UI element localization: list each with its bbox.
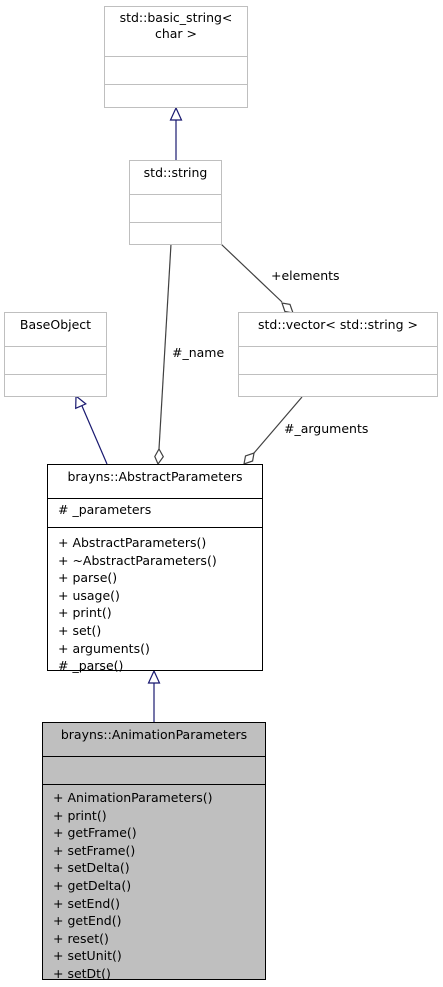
operations-section — [5, 374, 106, 400]
class-title: BaseObject — [19, 317, 92, 332]
title-line-1: std::basic_string< — [119, 10, 233, 25]
association-line-elements — [220, 243, 283, 303]
attributes-section — [43, 756, 265, 784]
class-operation[interactable]: + print() — [58, 605, 112, 621]
operations-section — [105, 84, 247, 110]
class-operation[interactable]: + AbstractParameters() — [58, 535, 207, 550]
class-animation-parameters[interactable]: brayns::AnimationParameters + AnimationP… — [42, 722, 266, 983]
aggregation-diamond-arguments — [243, 452, 255, 465]
title-line-2: char > — [154, 26, 198, 41]
attributes-section: # _parameters — [48, 498, 262, 527]
class-operation[interactable]: + print() — [53, 807, 107, 823]
class-operation[interactable]: + getDelta() — [53, 877, 132, 893]
class-abstract-parameters[interactable]: brayns::AbstractParameters # _parameters… — [47, 464, 263, 674]
class-operation[interactable]: + getFrame() — [53, 825, 137, 841]
association-line-name — [158, 243, 172, 450]
operations-section — [130, 222, 221, 248]
attributes-section — [130, 194, 221, 222]
class-operation[interactable]: + usage() — [58, 587, 120, 603]
attributes-section — [105, 56, 247, 84]
class-operation[interactable]: + setDt() — [53, 965, 111, 981]
class-operation[interactable]: + ~AbstractParameters() — [58, 552, 217, 568]
class-operation[interactable]: + setEnd() — [53, 895, 121, 911]
class-operation[interactable]: + setFrame() — [53, 842, 136, 858]
class-attribute[interactable]: # _parameters — [58, 502, 152, 517]
class-operation[interactable]: + set() — [58, 622, 102, 638]
edge-label-arguments: #_arguments — [284, 421, 369, 436]
class-title: std::string — [143, 165, 208, 180]
class-operation[interactable]: # _parse() — [58, 658, 124, 674]
inheritance-arrow-string — [169, 106, 183, 121]
class-title: brayns::AnimationParameters — [60, 727, 248, 742]
inheritance-arrow-animation — [147, 669, 161, 684]
class-title: std::basic_string< char > — [105, 7, 247, 56]
operations-section: + AnimationParameters() + print() + getFra… — [43, 784, 265, 983]
operations-section: + AbstractParameters() + ~AbstractParamet… — [48, 527, 262, 674]
inheritance-line-abstract — [81, 405, 108, 465]
operations-section — [239, 374, 437, 400]
class-base-object[interactable]: BaseObject — [4, 312, 107, 397]
class-operation[interactable]: + getEnd() — [53, 913, 122, 929]
class-operation[interactable]: + arguments() — [58, 640, 150, 656]
edge-label-elements: +elements — [271, 268, 340, 283]
class-vector[interactable]: std::vector< std::string > — [238, 312, 438, 397]
class-string[interactable]: std::string — [129, 160, 222, 245]
class-operation[interactable]: + parse() — [58, 570, 118, 586]
class-operation[interactable]: + AnimationParameters() — [53, 790, 213, 805]
attributes-section — [5, 346, 106, 374]
class-operation[interactable]: + setUnit() — [53, 948, 122, 964]
aggregation-diamond-name — [154, 447, 165, 466]
association-line-arguments — [253, 396, 303, 454]
inheritance-arrow-abstract — [75, 394, 87, 410]
class-title: brayns::AbstractParameters — [67, 469, 243, 484]
attributes-section — [239, 346, 437, 374]
class-title: std::vector< std::string > — [258, 317, 418, 332]
class-operation[interactable]: + setDelta() — [53, 860, 130, 876]
class-operation[interactable]: + reset() — [53, 930, 109, 946]
edge-label-name: #_name — [172, 345, 225, 360]
class-basic-string[interactable]: std::basic_string< char > — [104, 6, 248, 108]
